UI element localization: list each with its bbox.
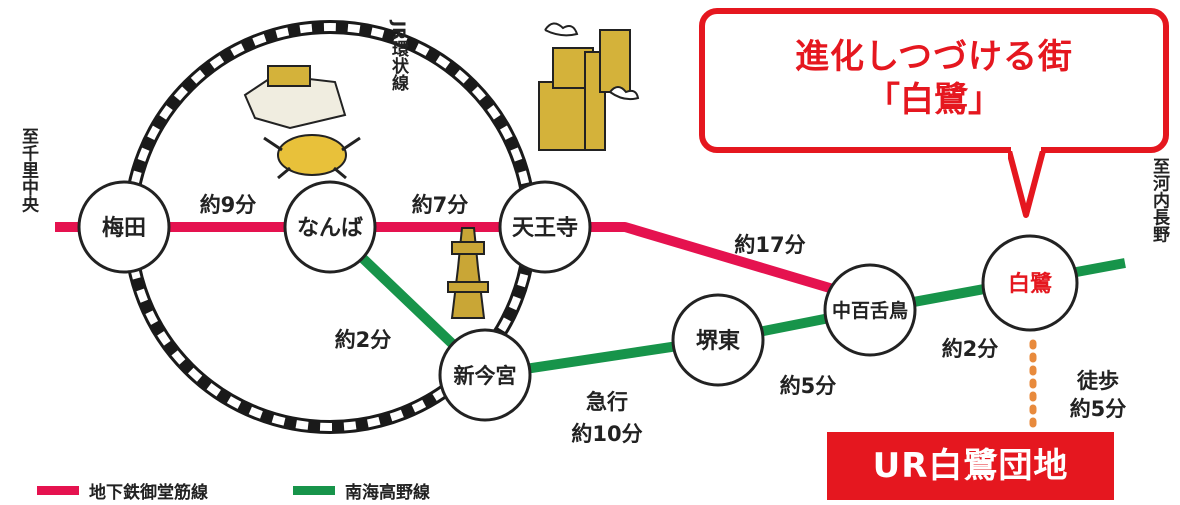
abeno-harukas-illustration [538, 22, 640, 151]
time-nakamozu-shirasagi: 約2分 [942, 337, 999, 361]
station-nakamozu[interactable]: 中百舌鳥 [823, 263, 917, 357]
time-namba-shinimamiya: 約2分 [335, 328, 392, 352]
legend-swatch-midosuji [37, 486, 79, 495]
station-sakaihigashi[interactable]: 堺東 [671, 293, 765, 387]
walk-time: 約5分 [1070, 397, 1127, 421]
express-label: 急行 [586, 390, 628, 414]
station-shinimamiya-label: 新今宮 [454, 364, 517, 388]
callout-box: 進化しつづける街 「白鷺」 [699, 8, 1169, 153]
callout-pointer [1008, 147, 1047, 218]
station-tennoji-label: 天王寺 [512, 216, 578, 241]
station-shirasagi-label: 白鷺 [1008, 271, 1053, 297]
station-umeda-label: 梅田 [102, 215, 146, 241]
walk-label: 徒歩 [1076, 369, 1119, 393]
legend-label-midosuji: 地下鉄御堂筋線 [89, 483, 208, 503]
jr-loop-label: JR環状線 [388, 20, 409, 92]
dotonbori-illustration [243, 65, 361, 180]
callout-place-name: 「白鷺」 [866, 80, 1002, 120]
midosuji-line [55, 222, 872, 305]
ur-shirasagi-danchi-badge[interactable]: UR白鷺団地 [827, 432, 1114, 500]
time-umeda-namba: 約9分 [200, 193, 257, 217]
direction-right-label: 至河内長野 [1149, 157, 1170, 243]
station-tennoji[interactable]: 天王寺 [498, 180, 592, 274]
time-namba-tennoji: 約7分 [412, 193, 469, 217]
direction-left-label: 至千里中央 [18, 127, 39, 213]
legend-swatch-koya [293, 486, 335, 495]
time-shinimamiya-sakaihigashi: 約10分 [571, 422, 642, 446]
time-sakaihigashi-nakamozu: 約5分 [780, 374, 837, 398]
station-nakamozu-label: 中百舌鳥 [832, 299, 908, 322]
station-sakaihigashi-label: 堺東 [696, 329, 740, 354]
tsutenkaku-illustration [447, 227, 489, 319]
legend-item-koya: 南海高野線 [293, 478, 430, 503]
station-namba-label: なんば [297, 216, 363, 241]
callout-headline: 進化しつづける街 [795, 37, 1073, 77]
station-namba[interactable]: なんば [283, 180, 377, 274]
station-shinimamiya[interactable]: 新今宮 [438, 328, 532, 422]
station-shirasagi[interactable]: 白鷺 [981, 234, 1079, 332]
legend-label-koya: 南海高野線 [345, 483, 430, 503]
legend-item-midosuji: 地下鉄御堂筋線 [37, 478, 208, 503]
time-tennoji-nakamozu: 約17分 [734, 233, 805, 257]
station-umeda[interactable]: 梅田 [77, 180, 171, 274]
